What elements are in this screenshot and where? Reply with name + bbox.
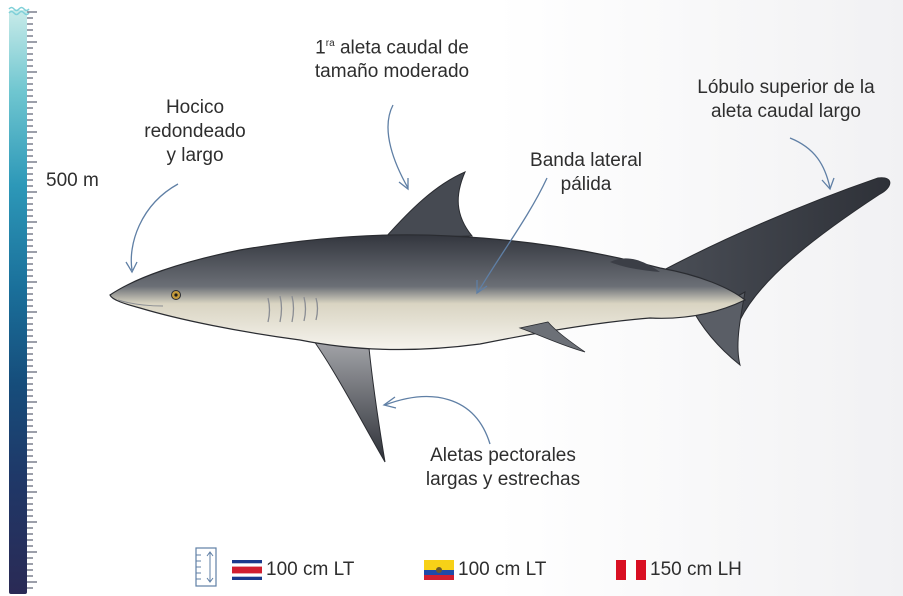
first-fin-annotation: 1ra aleta caudal de tamaño moderado xyxy=(282,32,502,84)
caudal-lobe-annotation: Lóbulo superior de la aleta caudal largo xyxy=(672,76,900,124)
depth-gradient-bar xyxy=(9,10,27,594)
first-fin-ordinal: ra xyxy=(325,38,335,49)
legend-peru: 150 cm LH xyxy=(616,556,742,584)
first-fin-number: 1 xyxy=(315,37,326,59)
pectoral-line-2: largas y estrechas xyxy=(425,469,581,490)
first-fin-line-2: tamaño moderado xyxy=(314,61,470,83)
legend-ecuador-text: 100 cm LT xyxy=(458,559,547,580)
costa-rica-flag xyxy=(232,560,262,580)
ecuador-flag xyxy=(424,560,454,580)
pectoral-fin xyxy=(298,321,386,463)
caudal-lobe-line-1: Lóbulo superior de la xyxy=(697,77,875,98)
legend-peru-text: 150 cm LH xyxy=(650,559,742,580)
shark-body xyxy=(109,234,747,351)
depth-ruler xyxy=(27,11,37,589)
lateral-band-annotation: Banda lateral pálida xyxy=(506,149,666,197)
pelvic-fin xyxy=(518,321,586,353)
snout-line-3: y largo xyxy=(166,145,224,166)
first-fin-line-1: aleta caudal de xyxy=(339,37,469,59)
peru-flag xyxy=(616,560,646,580)
wave-icon xyxy=(8,6,30,16)
measure-icon xyxy=(195,547,217,587)
pectoral-annotation: Aletas pectorales largas y estrechas xyxy=(398,444,608,492)
caudal-lobe-line-2: aleta caudal largo xyxy=(711,101,861,122)
lateral-band-line-1: Banda lateral xyxy=(530,150,642,171)
snout-annotation: Hocico redondeado y largo xyxy=(130,96,260,168)
annotation-arrows xyxy=(125,104,835,445)
gill-slits xyxy=(267,295,319,323)
pectoral-line-1: Aletas pectorales xyxy=(430,445,576,466)
snout-line-2: redondeado xyxy=(144,121,246,142)
depth-label: 500 m xyxy=(46,170,99,191)
dorsal-fin xyxy=(383,171,474,239)
legend-costa-rica: 100 cm LT xyxy=(232,556,354,584)
legend-costa-rica-text: 100 cm LT xyxy=(266,559,355,580)
snout-line-1: Hocico xyxy=(165,97,225,118)
second-dorsal-fin xyxy=(610,258,660,272)
legend-ecuador: 100 cm LT xyxy=(424,556,546,584)
lateral-band-line-2: pálida xyxy=(560,174,612,195)
